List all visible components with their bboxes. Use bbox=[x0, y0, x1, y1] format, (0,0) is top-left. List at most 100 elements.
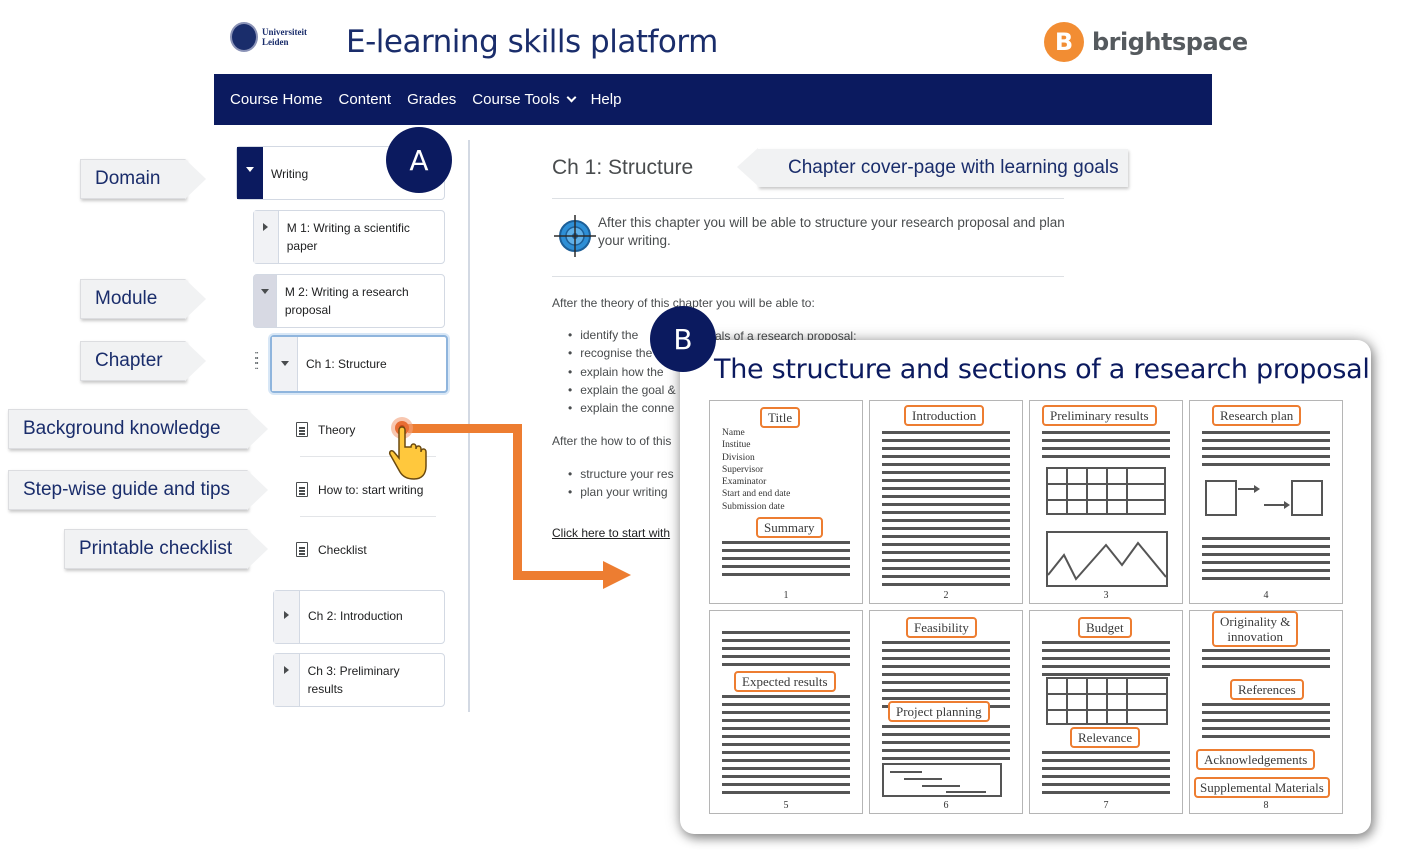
text-lines bbox=[1202, 649, 1330, 673]
meta-line: Institue bbox=[722, 440, 751, 451]
proposal-page-8: Originality & innovation References Ackn… bbox=[1189, 610, 1343, 814]
domain-toggle[interactable] bbox=[237, 147, 263, 199]
text-lines bbox=[1042, 751, 1170, 799]
topic-how-to-start-writing[interactable]: How to: start writing bbox=[296, 482, 423, 497]
page-number: 4 bbox=[1263, 590, 1269, 601]
theory-goals-list: identify the recognise the explain how t… bbox=[568, 326, 676, 417]
meta-line: Start and end date bbox=[722, 489, 791, 500]
nav-course-home[interactable]: Course Home bbox=[230, 91, 323, 108]
proposal-page-5: Expected results 5 bbox=[709, 610, 863, 814]
caret-down-icon bbox=[280, 361, 289, 366]
tree-chapter-ch1[interactable]: Ch 1: Structure bbox=[270, 335, 448, 393]
brightspace-mark-icon: B bbox=[1044, 22, 1084, 62]
section-project-planning-label: Project planning bbox=[888, 701, 990, 722]
proposal-page-4: Research plan 4 bbox=[1189, 400, 1343, 604]
meta-line: Supervisor bbox=[722, 464, 764, 475]
section-supplemental-materials-label: Supplemental Materials bbox=[1194, 777, 1330, 798]
line-graph-figure-icon bbox=[1046, 531, 1168, 587]
module-m2-toggle[interactable] bbox=[254, 275, 277, 327]
page-number: 5 bbox=[783, 800, 789, 811]
page-number: 7 bbox=[1103, 800, 1109, 811]
meta-line: Division bbox=[722, 452, 755, 463]
arrow-head-icon bbox=[603, 561, 631, 589]
target-icon bbox=[554, 215, 596, 257]
nav-content[interactable]: Content bbox=[338, 91, 392, 108]
module-m1-toggle[interactable] bbox=[254, 211, 279, 263]
proposal-page-2: Introduction 2 bbox=[869, 400, 1023, 604]
tree-module-m1-label: M 1: Writing a scientific paper bbox=[286, 221, 410, 253]
proposal-page-3: Preliminary results 3 bbox=[1029, 400, 1183, 604]
callout-printable-checklist: Printable checklist bbox=[64, 529, 268, 569]
caret-down-icon bbox=[260, 289, 269, 294]
originality-line2: innovation bbox=[1227, 629, 1284, 644]
meta-line: Name bbox=[722, 428, 745, 438]
tree-module-m2[interactable]: M 2: Writing a research proposal bbox=[253, 274, 445, 328]
tree-module-m2-label: M 2: Writing a research proposal bbox=[284, 285, 409, 317]
list-item: structure your res bbox=[568, 465, 673, 483]
document-icon bbox=[296, 422, 308, 437]
chapter-ch3-toggle[interactable] bbox=[274, 654, 300, 706]
caret-right-icon bbox=[263, 223, 269, 231]
proposal-structure-overlay: The structure and sections of a research… bbox=[680, 340, 1371, 834]
chapter-title: Ch 1: Structure bbox=[552, 156, 694, 179]
topic-checklist-label: Checklist bbox=[318, 542, 367, 557]
list-item: explain the conne bbox=[568, 399, 676, 417]
text-lines bbox=[882, 431, 1010, 591]
howto-intro-text: After the how to of this bbox=[552, 434, 672, 448]
nav-help[interactable]: Help bbox=[590, 91, 622, 108]
document-icon bbox=[296, 542, 308, 557]
text-lines bbox=[1202, 431, 1330, 471]
section-expected-results-label: Expected results bbox=[734, 671, 836, 692]
start-chapter-link[interactable]: Click here to start with bbox=[552, 526, 671, 540]
university-seal-icon bbox=[230, 22, 258, 52]
section-preliminary-results-label: Preliminary results bbox=[1042, 405, 1157, 426]
title-page-meta: Name Institue Division Supervisor Examin… bbox=[722, 427, 790, 513]
badge-b: B bbox=[650, 306, 716, 372]
brightspace-logo: B brightspace bbox=[1044, 22, 1248, 62]
university-name-line2: Leiden bbox=[262, 37, 289, 47]
theory-bullet-fragment: als of a research proposal; bbox=[715, 329, 857, 343]
section-title-label: Title bbox=[760, 407, 801, 428]
tree-chapter-ch1-label: Ch 1: Structure bbox=[306, 357, 387, 371]
pointer-hand-icon bbox=[389, 417, 427, 480]
page-number: 3 bbox=[1103, 590, 1109, 601]
table-figure-icon bbox=[1046, 467, 1166, 515]
topic-theory[interactable]: Theory bbox=[296, 422, 355, 437]
gantt-chart-icon bbox=[882, 763, 1002, 797]
text-lines bbox=[1042, 431, 1170, 463]
chapter-ch1-toggle[interactable] bbox=[272, 337, 298, 391]
topic-checklist[interactable]: Checklist bbox=[296, 542, 367, 557]
course-navbar: Course Home Content Grades Course Tools … bbox=[214, 74, 1212, 125]
connector-arrow bbox=[513, 571, 605, 580]
brightspace-name: brightspace bbox=[1092, 28, 1248, 56]
section-originality-label: Originality & innovation bbox=[1212, 611, 1299, 647]
text-lines bbox=[882, 725, 1010, 765]
caret-down-icon bbox=[246, 167, 254, 172]
section-acknowledgements-label: Acknowledgements bbox=[1196, 749, 1316, 770]
nav-course-tools-label: Course Tools bbox=[472, 91, 560, 108]
topic-divider bbox=[300, 456, 436, 457]
drag-handle-icon[interactable]: :::::: bbox=[254, 347, 259, 372]
list-item: plan your writing bbox=[568, 483, 674, 501]
tree-module-m1[interactable]: M 1: Writing a scientific paper bbox=[253, 210, 445, 264]
text-lines bbox=[1042, 641, 1170, 681]
tree-chapter-ch3-label: Ch 3: Preliminary results bbox=[307, 664, 400, 696]
tree-chapter-ch3[interactable]: Ch 3: Preliminary results bbox=[273, 653, 445, 707]
proposal-page-7: Budget Relevance 7 bbox=[1029, 610, 1183, 814]
connector-arrow bbox=[408, 424, 522, 433]
section-relevance-label: Relevance bbox=[1070, 727, 1141, 748]
budget-table-icon bbox=[1046, 677, 1168, 725]
nav-course-tools[interactable]: Course Tools bbox=[472, 91, 577, 108]
section-references-label: References bbox=[1230, 679, 1304, 700]
badge-a: A bbox=[386, 127, 452, 193]
text-lines bbox=[722, 541, 850, 581]
text-lines bbox=[1202, 537, 1330, 585]
proposal-page-6: Feasibility Project planning 6 bbox=[869, 610, 1023, 814]
chapter-learning-goal: After this chapter you will be able to s… bbox=[598, 215, 1065, 248]
nav-grades[interactable]: Grades bbox=[407, 91, 457, 108]
chapter-ch2-toggle[interactable] bbox=[274, 591, 300, 643]
tree-chapter-ch2[interactable]: Ch 2: Introduction bbox=[273, 590, 445, 644]
callout-stepwise-guide: Step-wise guide and tips bbox=[8, 470, 268, 510]
university-name-line1: Universiteit bbox=[262, 27, 307, 37]
list-item: explain the goal & bbox=[568, 381, 675, 399]
